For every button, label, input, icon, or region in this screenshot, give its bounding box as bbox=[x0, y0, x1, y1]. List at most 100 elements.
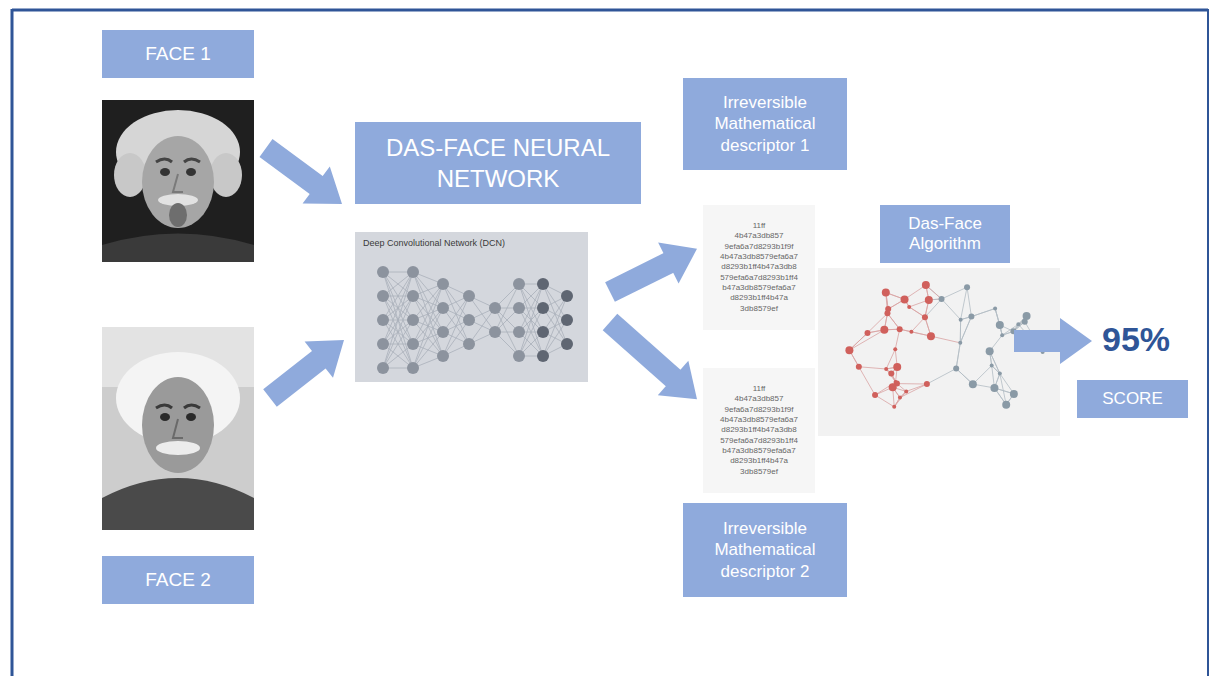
photo-eye bbox=[186, 413, 196, 421]
network-dot bbox=[892, 405, 896, 409]
descriptor-label-box: Irreversible Mathematical descriptor 1 bbox=[683, 78, 847, 170]
network-dot bbox=[904, 389, 908, 393]
network-link bbox=[1000, 374, 1006, 405]
network-dot bbox=[958, 341, 962, 345]
network-dot bbox=[996, 321, 1004, 329]
photo-face bbox=[142, 377, 214, 473]
network-neuron bbox=[437, 278, 449, 290]
box-label: Das-Face Algorithm bbox=[886, 214, 1004, 255]
network-link bbox=[383, 272, 413, 344]
network-link bbox=[519, 284, 543, 356]
hash-descriptor-box: 11ff 4b47a3db857 9efa6a7d8293b1f9f 4b47a… bbox=[703, 205, 815, 330]
network-neuron bbox=[377, 290, 389, 302]
network-link bbox=[971, 308, 995, 316]
arrow-shaft bbox=[610, 322, 675, 379]
network-link bbox=[413, 332, 443, 368]
network-link bbox=[960, 320, 961, 343]
network-neuron bbox=[537, 278, 549, 290]
network-dot bbox=[1023, 312, 1031, 320]
network-dot bbox=[889, 383, 897, 391]
network-neuron bbox=[537, 326, 549, 338]
box-label: FACE 2 bbox=[145, 569, 210, 592]
network-link bbox=[443, 320, 469, 356]
descriptor-label-box: Irreversible Mathematical descriptor 2 bbox=[683, 503, 847, 597]
box-label: SCORE bbox=[1102, 389, 1162, 409]
network-link bbox=[875, 395, 894, 407]
network-neuron bbox=[407, 362, 419, 374]
photo-eye bbox=[160, 413, 170, 421]
network-neuron bbox=[463, 314, 475, 326]
box-label: Deep Convolutional Network (DCN) bbox=[363, 238, 505, 249]
photo-eye bbox=[160, 168, 170, 176]
network-dot bbox=[925, 296, 933, 304]
network-neuron bbox=[561, 314, 573, 326]
network-link bbox=[942, 299, 961, 320]
box-label: Irreversible Mathematical descriptor 2 bbox=[691, 518, 839, 582]
arrow-head bbox=[658, 242, 697, 283]
network-link bbox=[971, 308, 995, 316]
network-dot bbox=[1000, 333, 1004, 337]
network-link bbox=[942, 287, 968, 299]
algorithm-label-box: Das-Face Algorithm bbox=[880, 205, 1010, 263]
face-label-box: FACE 2 bbox=[102, 556, 254, 604]
network-dot bbox=[907, 305, 911, 309]
photo-moustache bbox=[156, 441, 200, 455]
network-link bbox=[960, 320, 961, 343]
face-photo bbox=[102, 327, 254, 530]
network-neuron bbox=[513, 278, 525, 290]
network-link bbox=[859, 367, 875, 395]
network-neuron bbox=[561, 338, 573, 350]
network-dot bbox=[990, 364, 994, 368]
network-neuron bbox=[513, 326, 525, 338]
network-link bbox=[927, 369, 956, 385]
network-neuron bbox=[407, 314, 419, 326]
photo-face bbox=[142, 136, 214, 228]
network-link bbox=[383, 296, 413, 368]
network-dot bbox=[959, 318, 963, 322]
network-neuron bbox=[407, 266, 419, 278]
network-link bbox=[543, 320, 567, 356]
block-arrow bbox=[610, 322, 697, 399]
photo-body bbox=[102, 234, 254, 263]
network-neuron bbox=[561, 290, 573, 302]
network-link bbox=[383, 296, 413, 368]
photo-sweater bbox=[102, 478, 254, 530]
photo-ground bbox=[102, 100, 254, 262]
network-neuron bbox=[407, 290, 419, 302]
score-label-box: SCORE bbox=[1077, 380, 1188, 418]
network-dot bbox=[884, 367, 888, 371]
network-neuron bbox=[377, 362, 389, 374]
photo-eye bbox=[186, 168, 196, 176]
network-neuron bbox=[377, 338, 389, 350]
arrow-shaft bbox=[610, 262, 670, 292]
network-dot bbox=[897, 326, 903, 332]
network-link bbox=[956, 343, 960, 369]
frame-left bbox=[11, 9, 14, 676]
block-arrow bbox=[260, 139, 343, 204]
network-neuron bbox=[437, 350, 449, 362]
network-neuron bbox=[489, 326, 501, 338]
network-link bbox=[961, 287, 967, 319]
network-dot bbox=[922, 314, 928, 320]
network-neuron bbox=[377, 266, 389, 278]
network-link bbox=[859, 367, 886, 369]
photo-brows bbox=[156, 159, 200, 162]
network-dot bbox=[882, 289, 890, 297]
network-dot bbox=[884, 310, 890, 316]
network-graphic bbox=[355, 232, 588, 382]
network-neuron bbox=[513, 350, 525, 362]
network-dot bbox=[1016, 322, 1020, 326]
photo-hair bbox=[210, 153, 242, 197]
network-neuron bbox=[437, 326, 449, 338]
network-dot bbox=[927, 332, 935, 340]
hash-text: 11ff 4b47a3db857 9efa6a7d8293b1f9f 4b47a… bbox=[707, 384, 811, 478]
network-neuron bbox=[407, 338, 419, 350]
network-neuron bbox=[537, 350, 549, 362]
network-dot bbox=[998, 372, 1002, 376]
network-dot bbox=[1002, 401, 1010, 409]
network-dot bbox=[893, 363, 901, 371]
network-link bbox=[383, 272, 413, 344]
network-dot bbox=[864, 330, 870, 336]
network-dot bbox=[924, 381, 930, 387]
